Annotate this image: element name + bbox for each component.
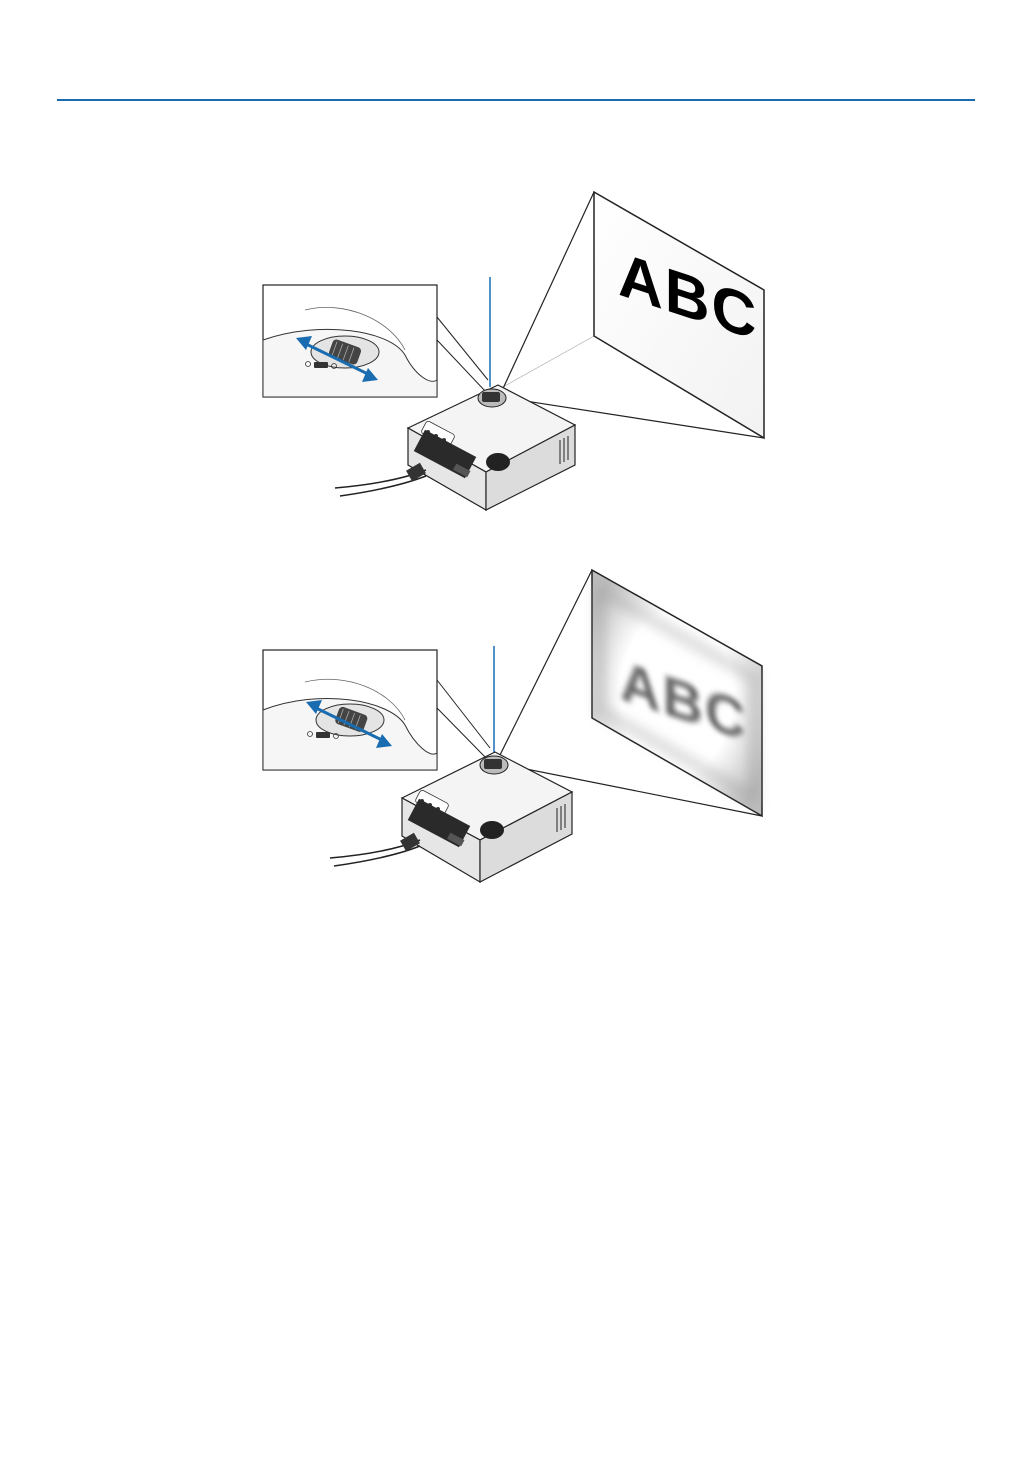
- focus-lever-inset: [263, 650, 490, 770]
- figure-focus-blurred: ABC: [250, 560, 790, 900]
- focus-lever-inset: [263, 285, 488, 397]
- header-rule: [57, 99, 975, 101]
- focus-illustration-sharp: ABC: [250, 180, 790, 520]
- figure-focus-sharp: ABC: [250, 180, 790, 520]
- projector-illustration: [335, 385, 575, 510]
- focus-illustration-blurred: ABC: [250, 560, 790, 900]
